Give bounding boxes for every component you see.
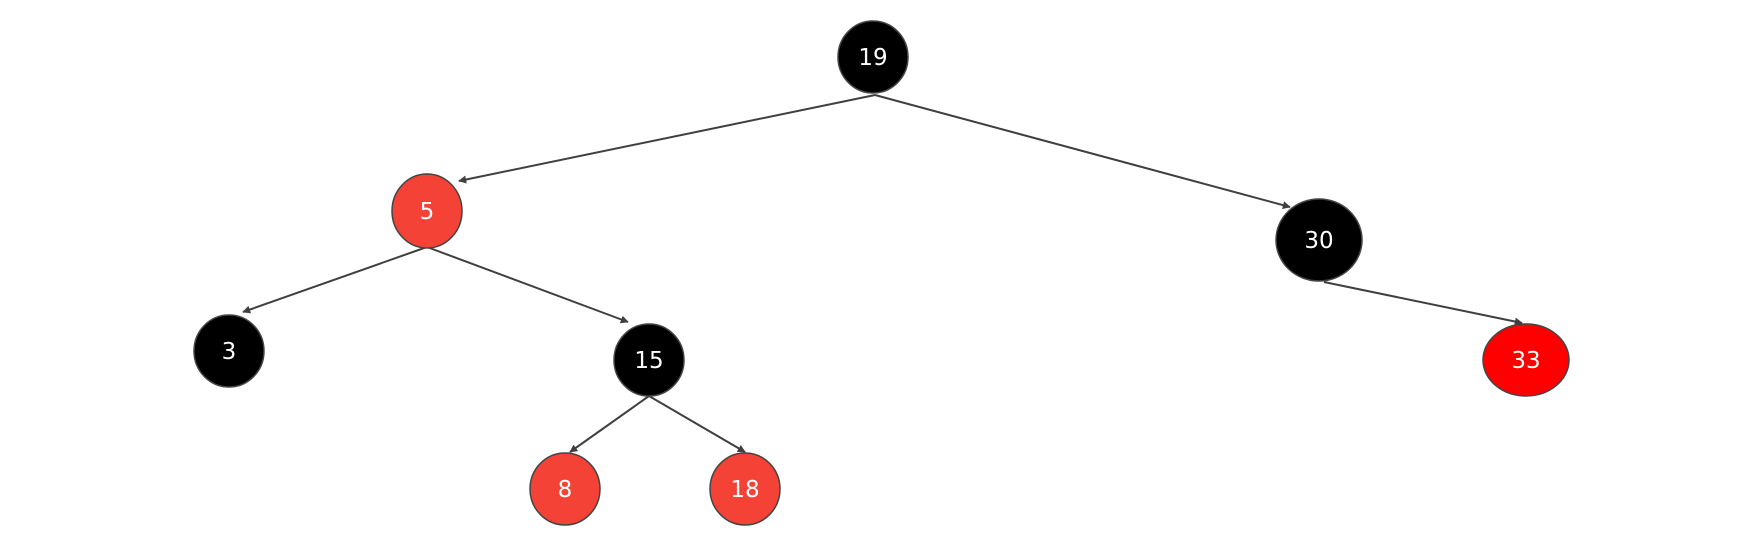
node-circle-15	[613, 323, 685, 397]
edge-15-to-18	[648, 395, 746, 453]
tree-node-33: 33	[1482, 323, 1570, 397]
node-label-30: 30	[1304, 228, 1333, 254]
tree-node-3: 3	[193, 314, 265, 388]
edge-19-to-30	[874, 94, 1291, 209]
edge-5-to-15	[426, 246, 629, 324]
node-circle-3	[193, 314, 265, 388]
edges	[242, 94, 1523, 453]
node-circle-18	[709, 452, 781, 526]
nodes: 19 5 30 3 15 33 8 18	[193, 20, 1570, 526]
node-circle-30	[1275, 198, 1363, 282]
tree-node-30: 30	[1275, 198, 1363, 282]
tree-node-19: 19	[837, 20, 909, 94]
node-circle-5	[391, 173, 463, 249]
edge-15-to-8	[569, 395, 650, 453]
tree-node-18: 18	[709, 452, 781, 526]
node-label-5: 5	[420, 199, 435, 225]
node-label-18: 18	[730, 477, 759, 503]
tree-node-8: 8	[529, 452, 601, 526]
node-label-19: 19	[858, 45, 887, 71]
edge-30-to-33	[1323, 281, 1523, 326]
tree-node-15: 15	[613, 323, 685, 397]
node-label-15: 15	[634, 348, 663, 374]
node-circle-33	[1482, 323, 1570, 397]
edge-19-to-5	[458, 94, 876, 184]
node-circle-19	[837, 20, 909, 94]
node-circle-8	[529, 452, 601, 526]
tree-node-5: 5	[391, 173, 463, 249]
node-label-33: 33	[1511, 348, 1540, 374]
node-label-3: 3	[222, 339, 237, 365]
edge-5-to-3	[242, 246, 428, 314]
node-label-8: 8	[558, 477, 573, 503]
